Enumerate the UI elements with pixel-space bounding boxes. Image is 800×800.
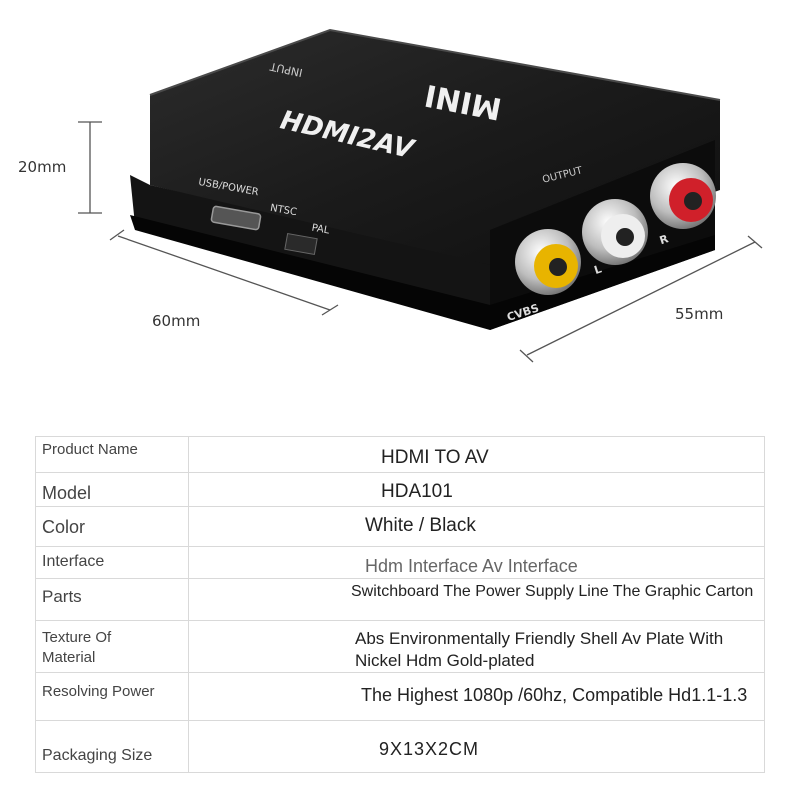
- spec-label-line1: Texture Of: [42, 629, 112, 646]
- spec-value: HDMI TO AV: [381, 447, 489, 468]
- usb-port: [210, 205, 262, 231]
- pal-label: PAL: [311, 223, 331, 237]
- spec-value: Hdm Interface Av Interface: [365, 556, 578, 576]
- spec-value: HDA101: [381, 481, 453, 502]
- rca-yellow-jack: [515, 229, 581, 295]
- spec-label: Color: [42, 517, 86, 537]
- spec-table: Product Name HDMI TO AV Model HDA101 Col…: [35, 436, 765, 773]
- spec-label: Product Name: [42, 441, 138, 458]
- table-row: Packaging Size 9X13X2CM: [35, 720, 765, 773]
- spec-label: Packaging Size: [42, 747, 153, 764]
- table-row: Product Name HDMI TO AV: [35, 436, 765, 473]
- ntsc-pal-switch: [284, 232, 318, 256]
- dimension-lines: [78, 121, 763, 363]
- spec-value: 9X13X2CM: [379, 739, 480, 759]
- table-row: Resolving Power The Highest 1080p /60hz,…: [35, 672, 765, 721]
- rca-white-jack: [582, 199, 648, 265]
- height-dimension: 20mm: [18, 158, 67, 176]
- spec-value-line2: Nickel Hdm Gold-plated: [355, 651, 535, 670]
- table-row: Interface Hdm Interface Av Interface: [35, 546, 765, 579]
- spec-label: Resolving Power: [42, 683, 155, 700]
- spec-value: White / Black: [365, 515, 476, 536]
- jack-l-label: L: [593, 262, 604, 277]
- spec-value: The Highest 1080p /60hz, Compatible Hd1.…: [361, 685, 748, 705]
- depth-dimension: 55mm: [675, 305, 724, 323]
- product-figure: MINI HDMI2AV INPUT OUTPUT USB/POWER NTSC…: [18, 28, 763, 363]
- table-row: Model HDA101: [35, 472, 765, 507]
- rca-red-jack: [650, 163, 716, 229]
- width-dimension: 60mm: [152, 312, 201, 330]
- spec-label: Model: [42, 483, 92, 503]
- table-row: Color White / Black: [35, 506, 765, 547]
- spec-label: Parts: [42, 587, 82, 606]
- table-row: Parts Switchboard The Power Supply Line …: [35, 578, 765, 621]
- adapter-illustration: MINI HDMI2AV INPUT OUTPUT USB/POWER NTSC…: [78, 28, 763, 363]
- table-row: Texture Of Material Abs Environmentally …: [35, 620, 765, 673]
- spec-value-line1: Abs Environmentally Friendly Shell Av Pl…: [355, 629, 724, 648]
- spec-label-line2: Material: [42, 649, 96, 666]
- spec-label: Interface: [42, 553, 105, 570]
- spec-value: Switchboard The Power Supply Line The Gr…: [351, 583, 754, 600]
- ntsc-label: NTSC: [269, 203, 297, 219]
